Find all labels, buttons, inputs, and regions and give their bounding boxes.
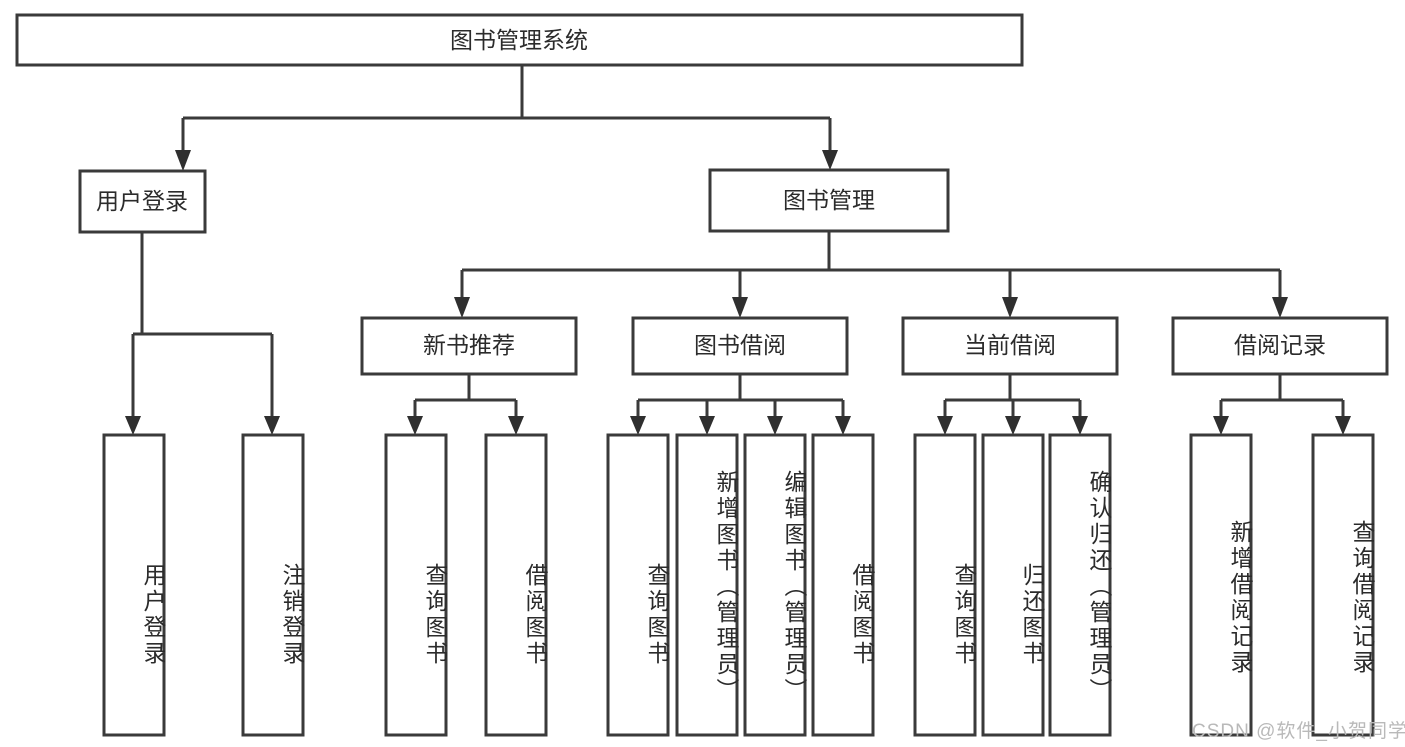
node-user-login[interactable]: 用户登录 — [78, 169, 207, 234]
leaf-box-user-login[interactable] — [102, 433, 166, 737]
leaf-box-confirm-return[interactable] — [1048, 433, 1112, 737]
book-borrow-box[interactable] — [631, 316, 849, 376]
node-book-borrow[interactable]: 图书借阅 — [631, 316, 849, 376]
root-label: 图书管理系统 — [450, 27, 588, 53]
leaf-box-add-book[interactable] — [675, 433, 739, 737]
leaf-boxes[interactable] — [102, 433, 1375, 737]
user-login-box[interactable] — [78, 169, 207, 234]
leaf-box-query-record[interactable] — [1311, 433, 1375, 737]
leaf-box-query-book-cur[interactable] — [913, 433, 977, 737]
leaf-box-query-book-borrow[interactable] — [606, 433, 670, 737]
leaf-box-logout[interactable] — [241, 433, 305, 737]
arrowheads — [125, 150, 1351, 435]
root-box[interactable] — [15, 13, 1024, 67]
leaf-box-borrow-book[interactable] — [811, 433, 875, 737]
connector-lines — [131, 65, 1345, 416]
node-borrow-record[interactable]: 借阅记录 — [1171, 316, 1389, 376]
current-borrow-box[interactable] — [901, 316, 1119, 376]
book-manage-label: 图书管理 — [783, 187, 875, 213]
node-current-borrow[interactable]: 当前借阅 — [901, 316, 1119, 376]
borrow-record-box[interactable] — [1171, 316, 1389, 376]
book-borrow-label: 图书借阅 — [694, 332, 786, 358]
leaf-box-query-book-rec[interactable] — [384, 433, 448, 737]
borrow-record-label: 借阅记录 — [1234, 332, 1326, 358]
leaf-box-return-book[interactable] — [981, 433, 1045, 737]
leaf-box-borrow-book-rec[interactable] — [484, 433, 548, 737]
node-book-manage[interactable]: 图书管理 — [708, 168, 950, 233]
node-new-book-rec[interactable]: 新书推荐 — [360, 316, 578, 376]
csdn-watermark: CSDN @软件_小贺同学 — [1192, 721, 1405, 742]
book-manage-box[interactable] — [708, 168, 950, 233]
current-borrow-label: 当前借阅 — [964, 332, 1056, 358]
new-book-rec-box[interactable] — [360, 316, 578, 376]
user-login-label: 用户登录 — [96, 188, 188, 214]
leaf-box-edit-book[interactable] — [743, 433, 807, 737]
leaf-box-add-record[interactable] — [1189, 433, 1253, 737]
node-root[interactable]: 图书管理系统 — [15, 13, 1024, 67]
new-book-rec-label: 新书推荐 — [423, 332, 515, 358]
